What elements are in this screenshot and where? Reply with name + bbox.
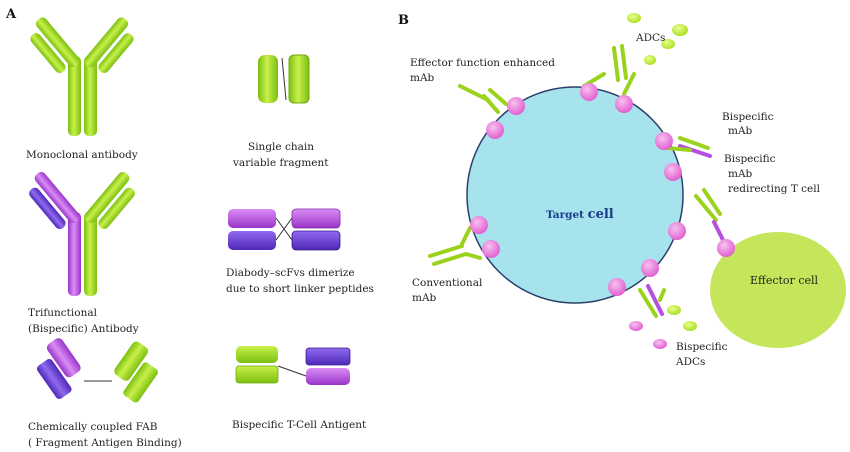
scfv-icon	[258, 54, 310, 104]
label-bispecific-mab-line2: mAb	[728, 125, 753, 137]
diabody-icon	[228, 208, 341, 251]
target-cell	[466, 86, 684, 304]
label-effector-enhanced-line2: mAb	[410, 72, 435, 84]
trifunctional-antibody-icon	[29, 171, 135, 296]
label-adcs: ADCs	[635, 32, 665, 44]
label-fab-line2: ( Fragment Antigen Binding)	[28, 437, 182, 449]
label-fab-line1: Chemically coupled FAB	[28, 421, 158, 433]
receptor-dot	[655, 132, 673, 150]
receptor-dot	[615, 95, 633, 113]
receptor-dot	[482, 240, 500, 258]
panel-label-a: A	[5, 7, 17, 22]
label-scfv-line2: variable fragment	[232, 157, 329, 169]
label-redirecting-line3: redirecting T cell	[728, 183, 821, 195]
bite-icon	[235, 346, 351, 385]
panel-label-b: B	[398, 13, 409, 28]
label-diabody-line2: due to short linker peptides	[226, 283, 374, 295]
effector-receptor-dot	[717, 239, 735, 257]
effector-enhanced-mab-icon	[458, 84, 508, 114]
label-redirecting-line2: mAb	[728, 168, 753, 180]
label-trifunctional-line2: (Bispecific) Antibody	[28, 323, 139, 335]
label-trifunctional-line1: Trifunctional	[28, 307, 98, 319]
adc-mab-icon	[582, 44, 636, 96]
receptor-dot	[664, 163, 682, 181]
label-bispecific-adcs-line2: ADCs	[675, 356, 705, 368]
label-conventional-line2: mAb	[412, 292, 437, 304]
bispecific-mab-icon	[666, 136, 712, 158]
adc-payloads	[627, 13, 697, 349]
label-target-cell: Target cell	[546, 207, 614, 222]
receptors	[470, 83, 735, 296]
bispecific-adc-mab-icon	[638, 284, 666, 318]
label-conventional-line1: Conventional	[412, 277, 483, 289]
receptor-dot	[641, 259, 659, 277]
label-effector-enhanced-line1: Effector function enhanced	[410, 57, 555, 69]
label-bite: Bispecific T-Cell Antigent	[232, 419, 367, 431]
label-cell-word: cell	[588, 207, 614, 222]
receptor-dot	[470, 216, 488, 234]
receptor-dot	[580, 83, 598, 101]
label-bispecific-adcs-line1: Bispecific	[676, 341, 728, 353]
cell-antibodies	[428, 44, 728, 318]
receptor-dot	[668, 222, 686, 240]
effector-cell	[710, 232, 846, 348]
receptor-dot	[608, 278, 626, 296]
monoclonal-antibody-icon	[30, 17, 134, 136]
conventional-mab-icon	[428, 226, 482, 266]
redirecting-mab-icon	[694, 188, 728, 248]
label-target-word: Target	[546, 209, 588, 221]
label-monoclonal: Monoclonal antibody	[26, 149, 138, 161]
label-diabody-line1: Diabody–scFvs dimerize	[226, 267, 355, 279]
receptor-dot	[486, 121, 504, 139]
label-redirecting-line1: Bispecific	[724, 153, 776, 165]
receptor-dot	[507, 97, 525, 115]
label-effector-cell: Effector cell	[750, 274, 819, 287]
label-scfv-line1: Single chain	[248, 141, 314, 153]
label-bispecific-mab-line1: Bispecific	[722, 111, 774, 123]
fab-icon	[36, 338, 158, 403]
